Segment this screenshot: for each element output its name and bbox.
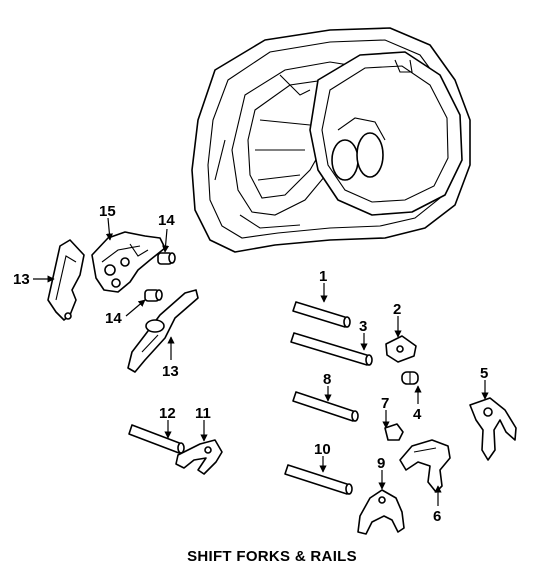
- callout-2: 2: [393, 301, 401, 318]
- rail-3: [290, 332, 373, 366]
- part-4-plunger: [401, 371, 419, 385]
- callout-15: 15: [99, 203, 116, 220]
- rail-1: [292, 301, 351, 328]
- part-7-pin: [384, 423, 404, 441]
- part-14-pin-lower: [144, 289, 163, 302]
- part-13-lever: [127, 289, 199, 373]
- callout-6: 6: [433, 508, 441, 525]
- callout-11: 11: [195, 405, 211, 422]
- transmission-housing: [191, 27, 471, 253]
- part-9-fork: [357, 489, 405, 535]
- part-14-pin-upper: [157, 252, 176, 265]
- callout-13-lower: 13: [162, 363, 179, 380]
- callout-14-upper: 14: [158, 212, 175, 229]
- callout-5: 5: [480, 365, 488, 382]
- callout-10: 10: [314, 441, 331, 458]
- part-2-block: [385, 335, 417, 363]
- callout-7: 7: [381, 395, 389, 412]
- rail-12: [128, 424, 185, 454]
- part-13-plate: [47, 239, 85, 321]
- callout-3: 3: [359, 318, 367, 335]
- callout-9: 9: [377, 455, 385, 472]
- diagram-title: SHIFT FORKS & RAILS: [187, 548, 357, 565]
- callout-8: 8: [323, 371, 331, 388]
- part-5-fork: [469, 397, 517, 461]
- callout-1: 1: [319, 268, 327, 285]
- rail-10: [284, 464, 353, 495]
- part-11-fork: [175, 439, 223, 475]
- rail-8: [292, 391, 359, 422]
- callout-14-lower: 14: [105, 310, 122, 327]
- callout-13-left: 13: [13, 271, 30, 288]
- part-15-bracket: [91, 231, 166, 293]
- callout-12: 12: [159, 405, 176, 422]
- part-6-fork: [399, 439, 451, 493]
- callout-4: 4: [413, 406, 422, 423]
